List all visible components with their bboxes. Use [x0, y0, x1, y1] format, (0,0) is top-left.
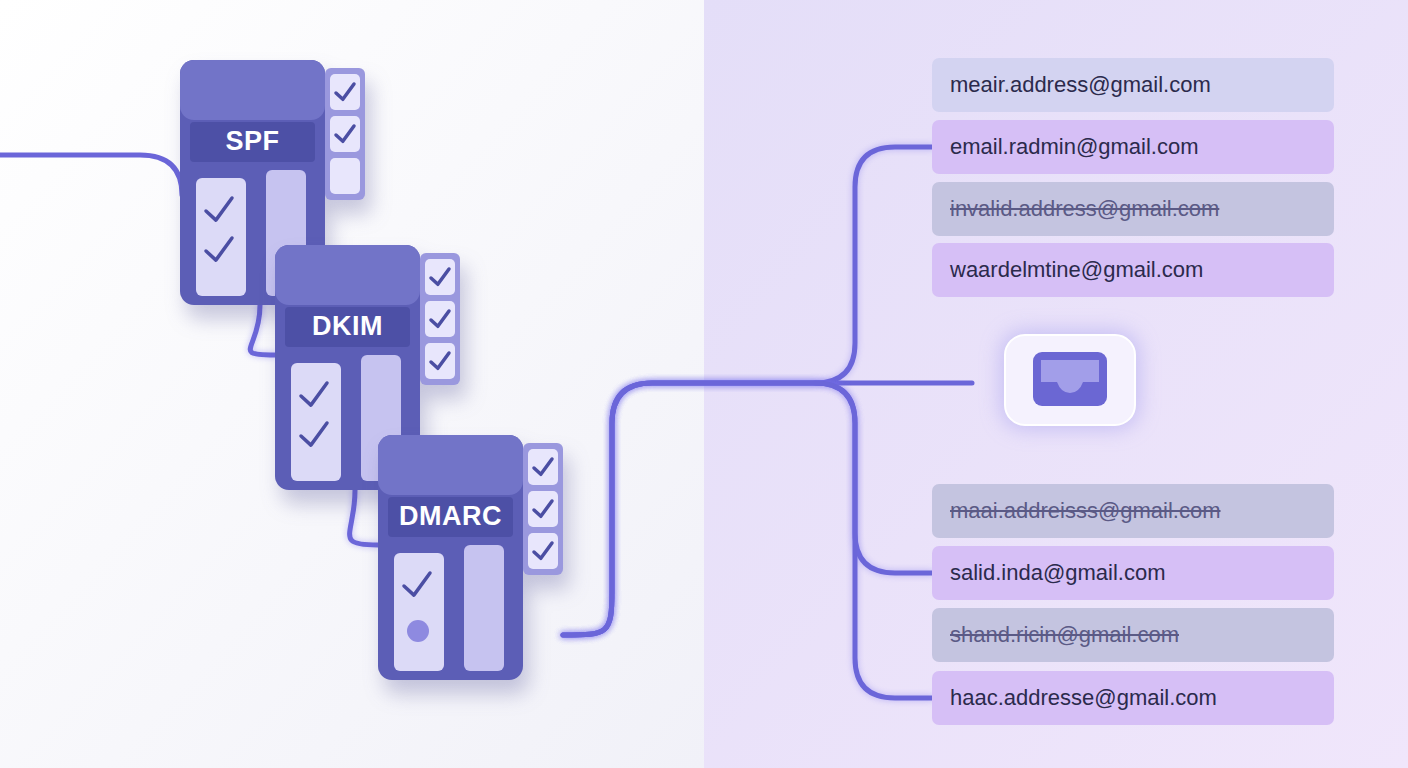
- inbox-tile: [1005, 335, 1135, 425]
- email-address: haac.addresse@gmail.com: [950, 685, 1217, 711]
- email-box: invalid.address@gmail.com: [932, 182, 1334, 236]
- email-box: waardelmtine@gmail.com: [932, 243, 1334, 297]
- email-address: email.radmin@gmail.com: [950, 134, 1199, 160]
- check-mark: [534, 459, 552, 474]
- email-box: maai.addreisss@gmail.com: [932, 484, 1334, 538]
- flow-connector: [563, 383, 932, 698]
- check-mark: [336, 126, 354, 141]
- side-column: [523, 443, 563, 575]
- check-mark: [206, 238, 232, 260]
- flow-connector: [563, 147, 932, 635]
- flow-connector: [563, 383, 932, 635]
- inbox-tray: [1033, 352, 1107, 406]
- panel-shape: [378, 435, 563, 680]
- check-mark: [431, 353, 449, 368]
- protocol-panel: DMARC: [378, 435, 563, 680]
- side-box: [425, 259, 455, 295]
- left-background: [0, 0, 704, 768]
- side-box: [330, 116, 360, 152]
- panel-top: [180, 60, 325, 120]
- email-box: email.radmin@gmail.com: [932, 120, 1334, 174]
- flow-connector: [250, 305, 275, 355]
- inbox-glow: [1000, 330, 1140, 430]
- check-mark: [431, 311, 449, 326]
- side-box: [330, 158, 360, 194]
- side-box: [330, 74, 360, 110]
- email-box: haac.addresse@gmail.com: [932, 671, 1334, 725]
- panel-body: [378, 435, 523, 680]
- side-box: [425, 301, 455, 337]
- check-mark: [301, 383, 327, 405]
- email-box: shand.ricin@gmail.com: [932, 608, 1334, 662]
- inbox-line: [815, 381, 972, 386]
- email-box: meair.address@gmail.com: [932, 58, 1334, 112]
- check-mark: [206, 198, 232, 220]
- panel-dot: [407, 620, 429, 642]
- panel-inner: [196, 178, 246, 296]
- panel-title: SPF: [180, 124, 325, 158]
- side-box: [528, 533, 558, 569]
- email-address: invalid.address@gmail.com: [950, 196, 1219, 222]
- flow-connector: [350, 490, 378, 545]
- panel-title: DMARC: [378, 499, 523, 533]
- panel-top: [275, 245, 420, 305]
- side-box: [528, 491, 558, 527]
- check-mark: [336, 84, 354, 99]
- incoming-line: [0, 155, 182, 195]
- check-mark: [534, 543, 552, 558]
- check-mark: [301, 423, 327, 445]
- panel-top: [378, 435, 523, 495]
- email-address: maai.addreisss@gmail.com: [950, 498, 1221, 524]
- panel-inner: [291, 363, 341, 481]
- email-address: meair.address@gmail.com: [950, 72, 1211, 98]
- check-mark: [534, 501, 552, 516]
- email-address: shand.ricin@gmail.com: [950, 622, 1179, 648]
- email-address: salid.inda@gmail.com: [950, 560, 1166, 586]
- right-background: [704, 0, 1408, 768]
- email-box: salid.inda@gmail.com: [932, 546, 1334, 600]
- inbox-opening: [1041, 360, 1099, 393]
- check-mark: [404, 573, 430, 595]
- side-box: [528, 449, 558, 485]
- email-address: waardelmtine@gmail.com: [950, 257, 1203, 283]
- check-mark: [431, 269, 449, 284]
- panel-inner: [394, 553, 444, 671]
- panel-title: DKIM: [275, 309, 420, 343]
- side-column: [420, 253, 460, 385]
- panel-slat: [464, 545, 504, 671]
- side-box: [425, 343, 455, 379]
- side-column: [325, 68, 365, 200]
